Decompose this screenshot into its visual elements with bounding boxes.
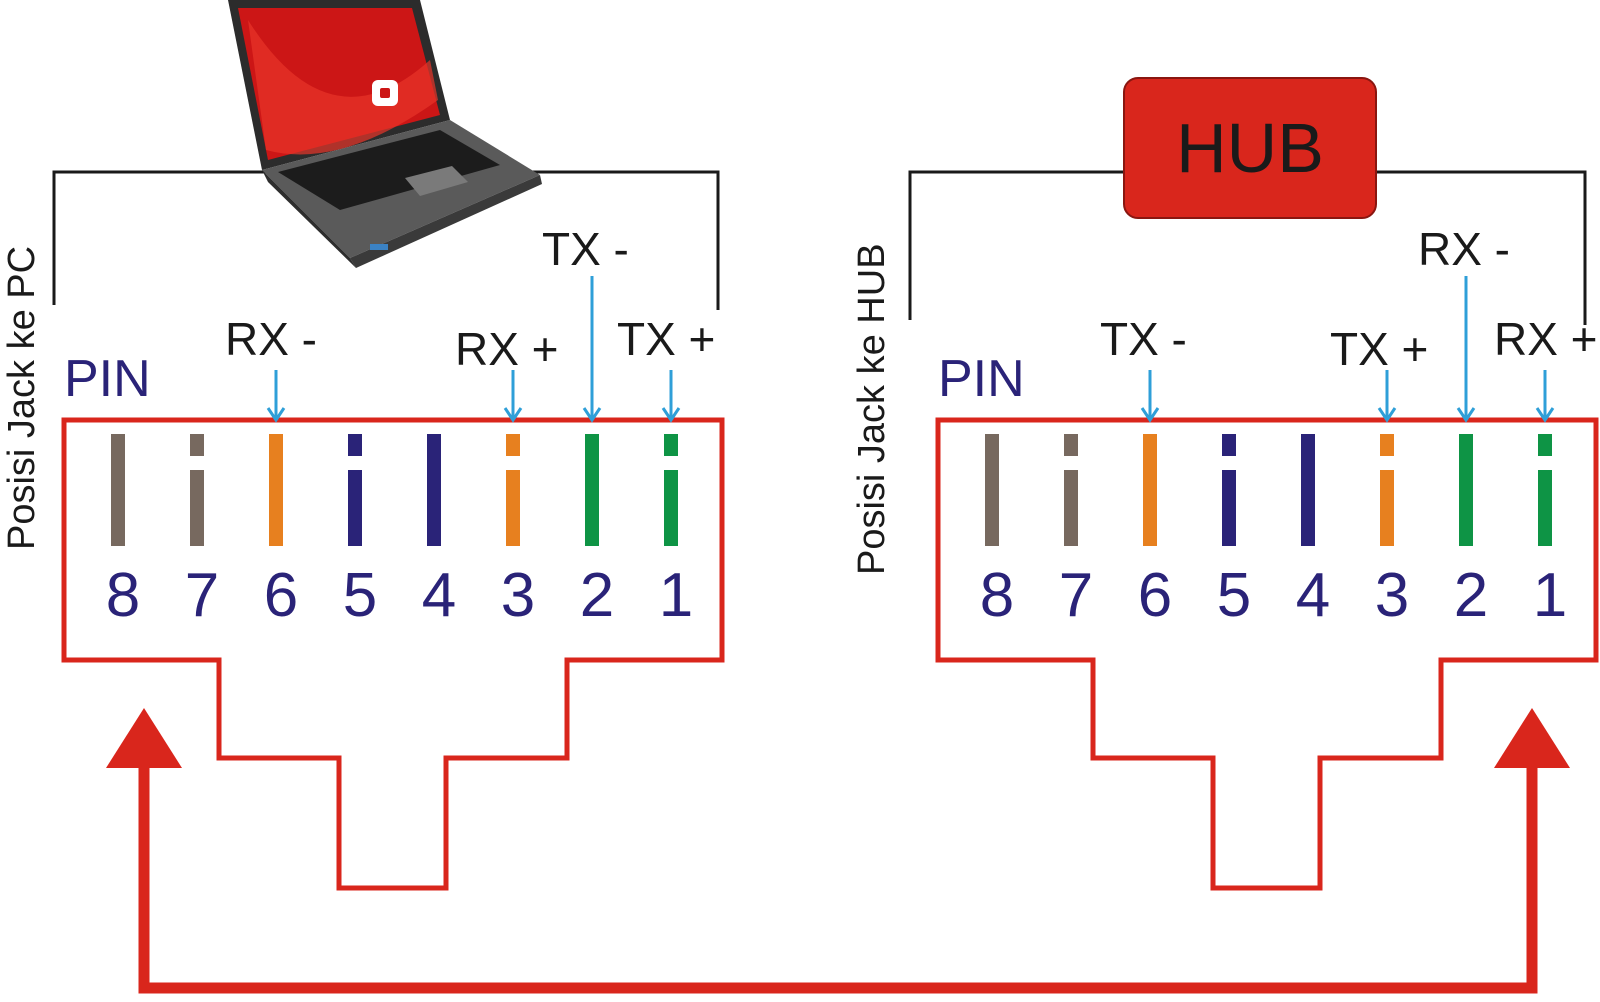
pc-signal-label-rx-minus: RX - bbox=[225, 313, 317, 365]
hub-pin-8-wire bbox=[985, 434, 999, 546]
pc-signal-arrow-6 bbox=[266, 370, 286, 423]
pc-pin-1: 1 bbox=[659, 434, 693, 630]
pc-pin-4-wire bbox=[427, 434, 441, 546]
hub-pin-7: 7 bbox=[1059, 434, 1093, 630]
pc-pin-6: 6 bbox=[264, 434, 298, 630]
hub-pin-number-4: 4 bbox=[1296, 561, 1330, 630]
pc-side-label: Posisi Jack ke PC bbox=[1, 246, 43, 550]
hub-pin-1-wire-top bbox=[1538, 434, 1552, 456]
hub-pin-number-6: 6 bbox=[1138, 561, 1172, 630]
hub-pin-5: 5 bbox=[1217, 434, 1251, 630]
hub-pin-6: 6 bbox=[1138, 434, 1172, 630]
pc-pin-4: 4 bbox=[422, 434, 456, 630]
pc-pin-number-3: 3 bbox=[501, 561, 535, 630]
hub-signal-arrow-3 bbox=[1377, 370, 1397, 423]
hub-signal-label-tx-plus: TX + bbox=[1330, 323, 1428, 375]
pc-pin-8-wire bbox=[111, 434, 125, 546]
hub-pin-2: 2 bbox=[1454, 434, 1488, 630]
pc-pin-6-wire bbox=[269, 434, 283, 546]
hub-pin-number-5: 5 bbox=[1217, 561, 1251, 630]
hub-signal-arrows bbox=[1140, 276, 1555, 423]
hub-pin-number-8: 8 bbox=[980, 561, 1014, 630]
hub-pin-number-2: 2 bbox=[1454, 561, 1488, 630]
hub-label: HUB bbox=[1176, 109, 1324, 187]
hub-signal-arrow-2 bbox=[1456, 276, 1476, 423]
pc-pin-3: 3 bbox=[501, 434, 535, 630]
hub-pin-3-wire-top bbox=[1380, 434, 1394, 456]
hub-signal-arrow-6 bbox=[1140, 370, 1160, 423]
hub-signal-arrow-1 bbox=[1535, 370, 1555, 423]
pc-pin-2: 2 bbox=[580, 434, 614, 630]
pc-pin-number-7: 7 bbox=[185, 561, 219, 630]
pc-signal-arrow-3 bbox=[503, 370, 523, 423]
pc-pin-7-wire-top bbox=[190, 434, 204, 456]
pc-pin-7: 7 bbox=[185, 434, 219, 630]
hub-pin-3-wire-bottom bbox=[1380, 470, 1394, 546]
hub-jack-outline bbox=[935, 417, 1599, 891]
pc-pin-7-wire-bottom bbox=[190, 470, 204, 546]
hub-signal-label-rx-plus: RX + bbox=[1494, 313, 1598, 365]
hub-panel: HUB Posisi Jack ke HUB PIN TX - TX + RX … bbox=[851, 77, 1599, 891]
hub-pin-1-wire-bottom bbox=[1538, 470, 1552, 546]
pc-panel: Posisi Jack ke PC PIN RX - RX + TX - TX … bbox=[1, 0, 725, 891]
pc-signal-arrow-2 bbox=[582, 276, 602, 423]
pc-pin-number-6: 6 bbox=[264, 561, 298, 630]
hub-signal-label-tx-minus: TX - bbox=[1100, 313, 1187, 365]
pc-pin-number-5: 5 bbox=[343, 561, 377, 630]
pc-pin-5-wire-top bbox=[348, 434, 362, 456]
pc-pin-5: 5 bbox=[343, 434, 377, 630]
hub-box bbox=[1123, 77, 1377, 219]
double-arrow-icon bbox=[106, 708, 1570, 994]
hub-pin-7-wire-top bbox=[1064, 434, 1078, 456]
hub-pin-8: 8 bbox=[980, 434, 1014, 630]
pc-pin-2-wire bbox=[585, 434, 599, 546]
hub-pin-number-7: 7 bbox=[1059, 561, 1093, 630]
hub-pin-7-wire-bottom bbox=[1064, 470, 1078, 546]
hub-pin-5-wire-bottom bbox=[1222, 470, 1236, 546]
pc-pin-title: PIN bbox=[64, 350, 151, 408]
pc-pin-1-wire-top bbox=[664, 434, 678, 456]
hub-pin-1: 1 bbox=[1533, 434, 1567, 630]
hub-pin-title: PIN bbox=[938, 350, 1025, 408]
hub-pin-2-wire bbox=[1459, 434, 1473, 546]
pc-signal-label-tx-plus: TX + bbox=[617, 313, 715, 365]
pc-signal-arrows bbox=[266, 276, 681, 423]
pc-signal-label-rx-plus: RX + bbox=[455, 323, 559, 375]
hub-pin-6-wire bbox=[1143, 434, 1157, 546]
pc-pin-number-2: 2 bbox=[580, 561, 614, 630]
pc-jack-outline bbox=[61, 417, 725, 891]
hub-pin-4-wire bbox=[1301, 434, 1315, 546]
hub-side-label: Posisi Jack ke HUB bbox=[851, 243, 893, 575]
pc-pin-5-wire-bottom bbox=[348, 470, 362, 546]
hub-pin-number-3: 3 bbox=[1375, 561, 1409, 630]
hub-pin-4: 4 bbox=[1296, 434, 1330, 630]
hub-pin-3: 3 bbox=[1375, 434, 1409, 630]
hub-pin-number-1: 1 bbox=[1533, 561, 1567, 630]
pc-pin-number-1: 1 bbox=[659, 561, 693, 630]
hub-signal-label-rx-minus: RX - bbox=[1418, 223, 1510, 275]
pc-pin-8: 8 bbox=[106, 434, 140, 630]
laptop-icon bbox=[228, 0, 542, 268]
pc-signal-arrow-1 bbox=[661, 370, 681, 423]
pc-pin-number-8: 8 bbox=[106, 561, 140, 630]
hub-pin-5-wire-top bbox=[1222, 434, 1236, 456]
pc-signal-label-tx-minus: TX - bbox=[542, 223, 629, 275]
pc-pin-3-wire-top bbox=[506, 434, 520, 456]
pc-pin-number-4: 4 bbox=[422, 561, 456, 630]
pc-pin-3-wire-bottom bbox=[506, 470, 520, 546]
pc-pin-1-wire-bottom bbox=[664, 470, 678, 546]
